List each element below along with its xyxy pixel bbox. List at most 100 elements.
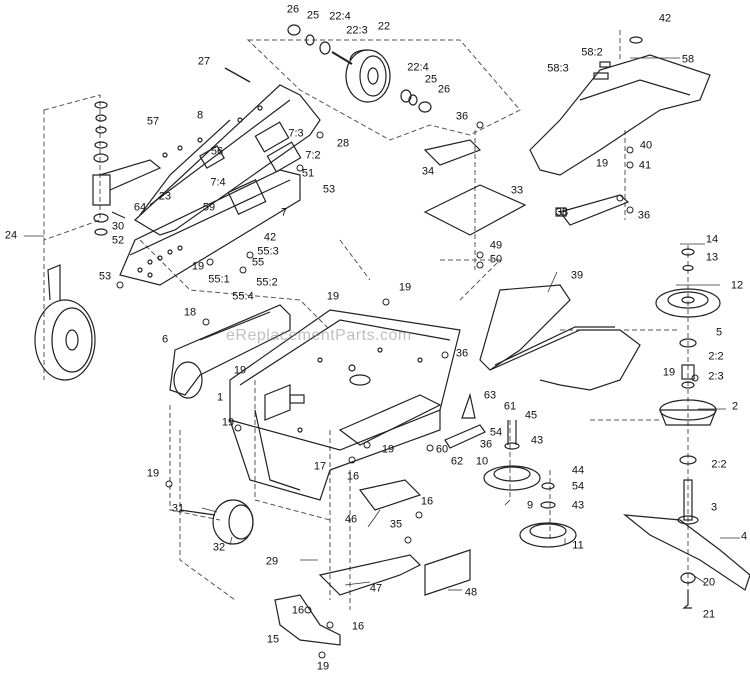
callout-19: 19 [595, 157, 609, 170]
callout-2-2: 2:2 [711, 458, 727, 471]
callout-19: 19 [191, 260, 205, 273]
callout-55-1: 55:1 [208, 273, 230, 286]
callout-57: 57 [146, 115, 160, 128]
callout-31: 31 [171, 502, 185, 515]
callout-24: 24 [4, 229, 18, 242]
callout-22-3: 22:3 [346, 24, 368, 37]
callout-48: 48 [464, 586, 478, 599]
callout-59: 59 [202, 201, 216, 214]
fasteners [116, 121, 699, 659]
callout-1: 1 [216, 391, 224, 404]
callout-23: 23 [158, 190, 172, 203]
callout-58: 58 [681, 53, 695, 66]
callout-40: 40 [639, 139, 653, 152]
callout-19: 19 [381, 443, 395, 456]
callout-38: 38 [555, 206, 569, 219]
callout-42: 42 [658, 12, 672, 25]
callout-8: 8 [196, 109, 204, 122]
callout-42: 42 [263, 231, 277, 244]
callout-3: 3 [710, 501, 718, 514]
callout-36: 36 [455, 347, 469, 360]
roller-32 [179, 499, 254, 545]
callout-34: 34 [421, 165, 435, 178]
deck-1 [229, 309, 461, 501]
callout-32: 32 [212, 541, 226, 554]
leader-lines [24, 57, 740, 591]
callout-58-3: 58:3 [547, 62, 569, 75]
callout-7: 7 [280, 206, 288, 219]
callout-47: 47 [369, 582, 383, 595]
callout-22-4: 22:4 [329, 10, 351, 23]
callout-16: 16 [291, 604, 305, 617]
baffle-47 [318, 554, 422, 596]
callout-53: 53 [98, 270, 112, 283]
callout-50: 50 [489, 253, 503, 266]
callout-54: 54 [489, 426, 503, 439]
callout-25: 25 [306, 9, 320, 22]
cover-58 [529, 36, 711, 176]
idler-arm-38 [558, 194, 630, 226]
callout-19: 19 [146, 467, 160, 480]
callout-11: 11 [572, 539, 584, 552]
callout-45: 45 [524, 409, 538, 422]
callout-41: 41 [638, 159, 652, 172]
arm-6 [169, 304, 291, 399]
callout-19: 19 [398, 281, 412, 294]
callout-26: 26 [286, 3, 300, 16]
callout-58-2: 58:2 [581, 46, 603, 59]
callout-19: 19 [316, 660, 330, 673]
callout-55-3: 55:3 [257, 245, 279, 258]
callout-49: 49 [489, 239, 503, 252]
callout-16: 16 [420, 495, 434, 508]
callout-64: 64 [133, 201, 147, 214]
callout-4: 4 [740, 530, 748, 543]
callout-21: 21 [702, 608, 716, 621]
callout-36: 36 [455, 110, 469, 123]
callout-61: 61 [503, 400, 517, 413]
pulley-10 [483, 420, 541, 491]
baffle-48 [424, 549, 471, 596]
callout-63: 63 [483, 389, 497, 402]
callout-25: 25 [424, 73, 438, 86]
callout-29: 29 [265, 555, 279, 568]
callout-7-2: 7:2 [305, 149, 321, 162]
caster-fork-64 [92, 101, 162, 236]
callout-36: 36 [637, 209, 651, 222]
bracket-34 [423, 139, 482, 166]
blade-4 [623, 514, 750, 591]
callout-2-3: 2:3 [708, 370, 724, 383]
frame-rail-7 [119, 169, 301, 286]
callout-12: 12 [730, 279, 744, 292]
callout-18: 18 [183, 306, 197, 319]
callout-19: 19 [233, 364, 247, 377]
callout-33: 33 [510, 184, 524, 197]
callout-56: 56 [210, 145, 224, 158]
callout-17: 17 [313, 460, 327, 473]
callout-10: 10 [475, 455, 489, 468]
callout-19: 19 [662, 366, 676, 379]
callout-55-4: 55:4 [232, 290, 254, 303]
frame-rail-8 [134, 84, 321, 236]
plate-33 [423, 184, 527, 236]
callout-55-2: 55:2 [256, 276, 278, 289]
callout-20: 20 [702, 576, 716, 589]
callout-52: 52 [111, 234, 125, 247]
callout-22: 22 [377, 20, 391, 33]
callout-15: 15 [266, 633, 280, 646]
baffle-46 [358, 479, 422, 511]
callout-2-2: 2:2 [708, 350, 724, 363]
callout-2: 2 [731, 400, 739, 413]
callout-27: 27 [197, 55, 211, 68]
callout-35: 35 [389, 518, 403, 531]
spindle-stack [655, 248, 721, 525]
callout-44: 44 [571, 464, 585, 477]
callout-22-4: 22:4 [407, 61, 429, 74]
callout-19: 19 [221, 416, 235, 429]
callout-16: 16 [351, 620, 365, 633]
callout-19: 19 [326, 290, 340, 303]
callout-6: 6 [161, 333, 169, 346]
callout-62: 62 [450, 455, 464, 468]
callout-28: 28 [336, 137, 350, 150]
